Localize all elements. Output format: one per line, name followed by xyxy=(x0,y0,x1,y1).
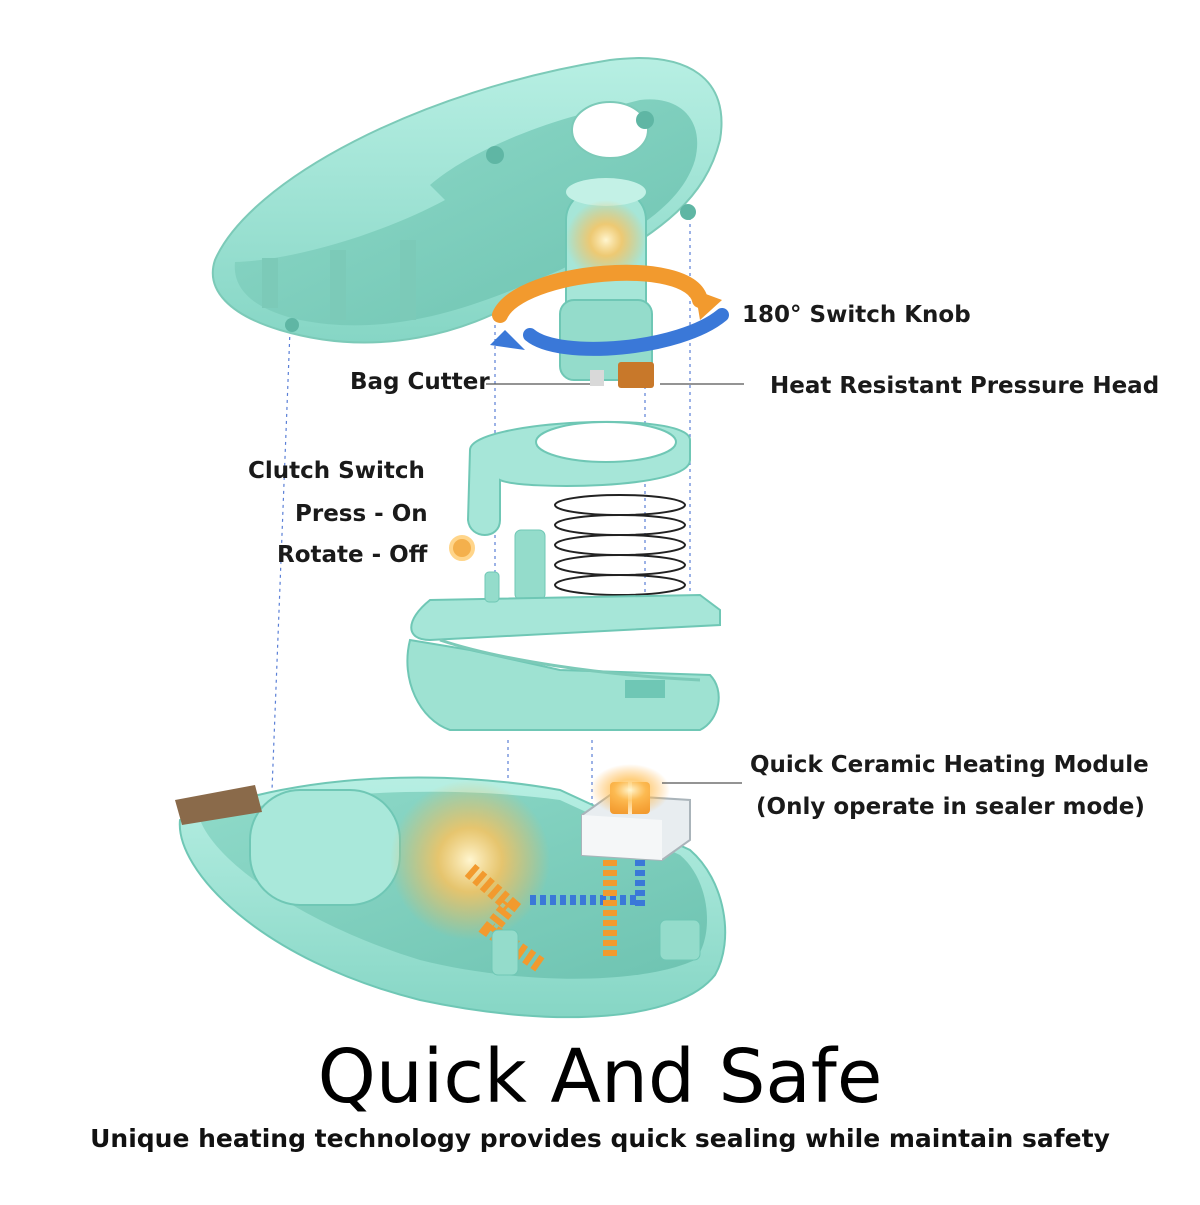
pressure-head xyxy=(618,362,654,388)
heating-module-label: Quick Ceramic Heating Module xyxy=(750,752,1149,778)
tagline: Unique heating technology provides quick… xyxy=(0,1124,1200,1153)
battery-compartment xyxy=(250,790,400,905)
clutch-indicator-dot xyxy=(451,537,473,559)
clutch-switch-label: Clutch Switch xyxy=(248,458,425,484)
middle-frame xyxy=(407,572,720,730)
clutch-press-on-label: Press - On xyxy=(295,501,428,527)
heating-module-note: (Only operate in sealer mode) xyxy=(756,794,1145,820)
headline: Quick And Safe xyxy=(0,1040,1200,1114)
clutch-rotate-off-label: Rotate - Off xyxy=(277,542,427,568)
spring xyxy=(555,495,685,595)
pressure-head-label: Heat Resistant Pressure Head xyxy=(770,373,1159,399)
ceramic-heating-module xyxy=(582,764,690,860)
bag-cutter-label: Bag Cutter xyxy=(350,369,490,395)
bag-cutter-blade xyxy=(590,370,604,386)
switch-knob-label: 180° Switch Knob xyxy=(742,302,971,328)
